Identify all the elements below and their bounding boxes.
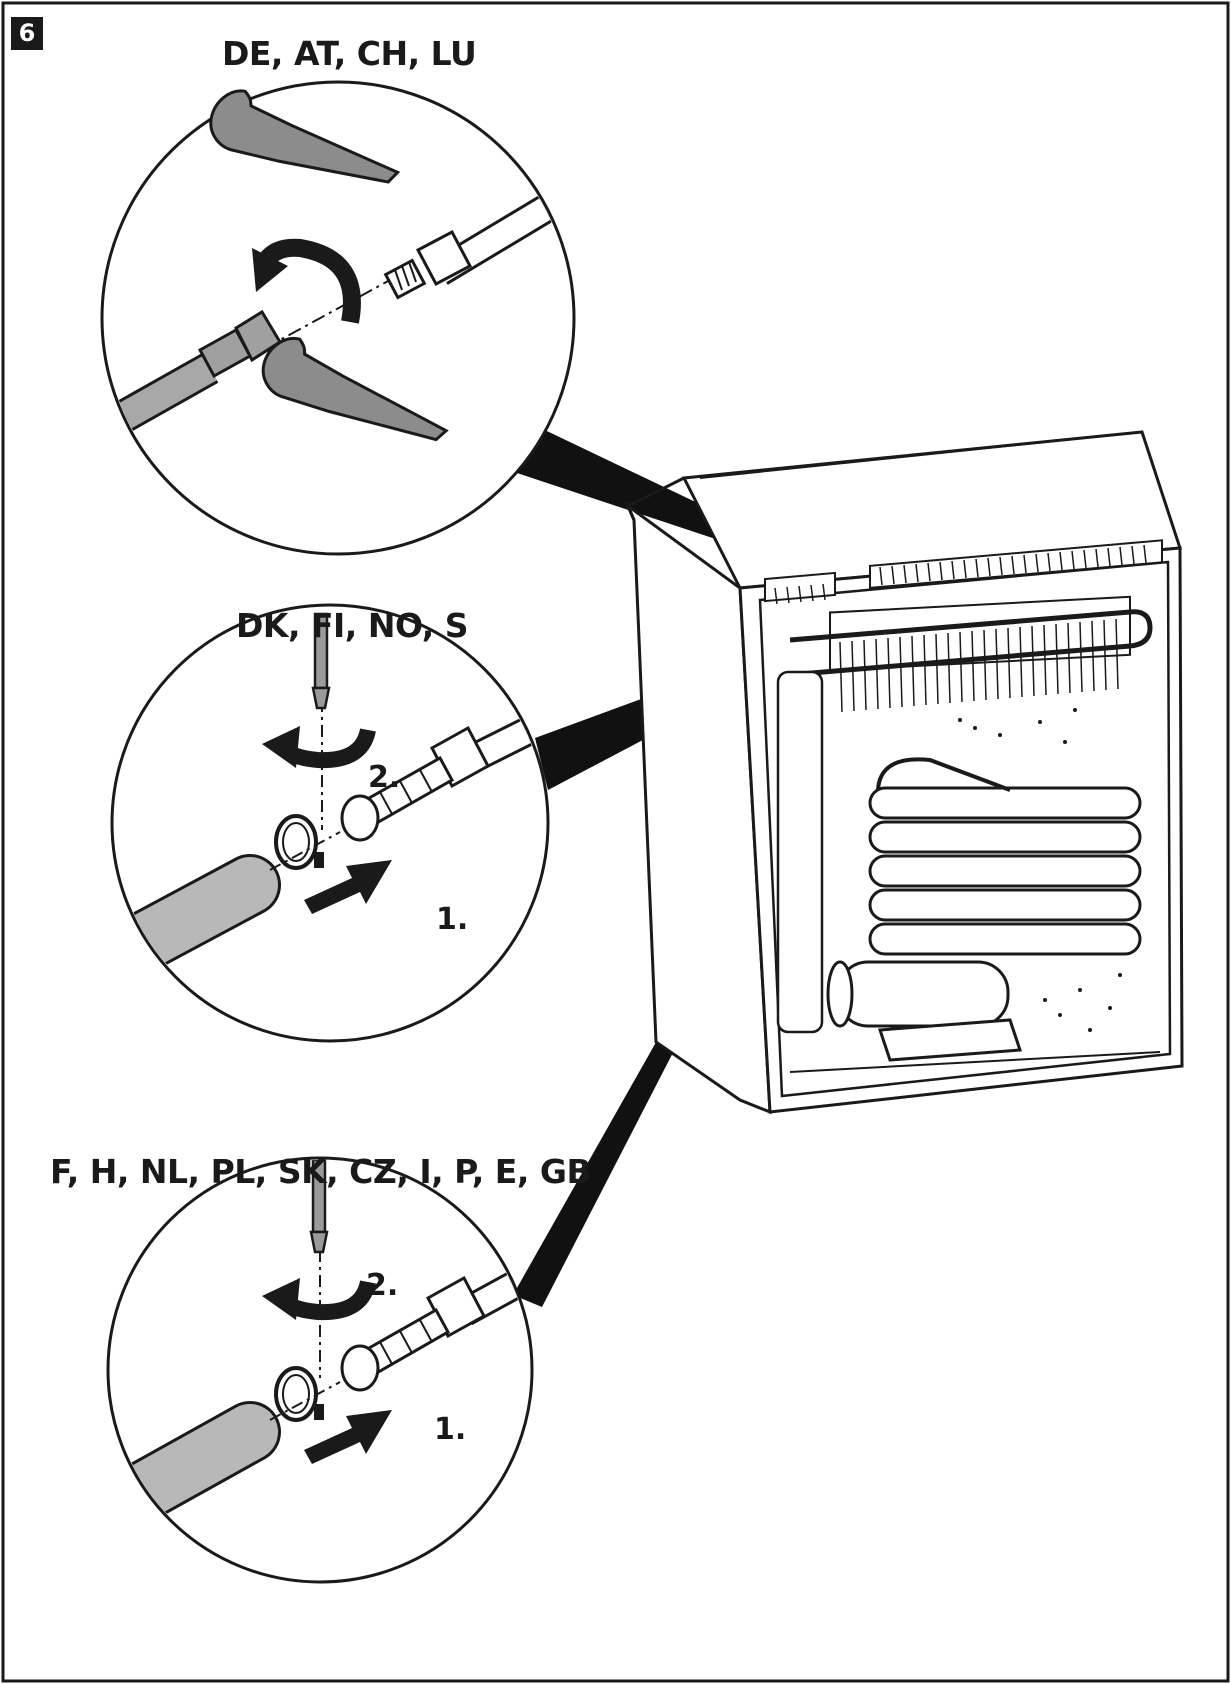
step-number-2: 2. [366, 1268, 399, 1303]
step-number-1: 1. [434, 1412, 467, 1447]
step-number-2: 2. [368, 760, 401, 795]
hose-clamp-icon [274, 814, 324, 870]
rotate-counterclockwise-arrow-icon [262, 1278, 376, 1321]
group-label-dk-fi-no-s: DK, FI, NO, S [236, 606, 469, 645]
detail-circle-threaded-connection [100, 80, 576, 556]
push-arrow-icon [304, 860, 392, 914]
rotate-counterclockwise-arrow-icon [252, 238, 361, 324]
step-number-1: 1. [436, 902, 469, 937]
figure-number-badge: 6 [11, 17, 43, 50]
hose-clamp-icon [274, 1366, 324, 1422]
rotate-counterclockwise-arrow-icon [262, 726, 376, 769]
detail-circle-hose-clamp-1 [110, 603, 550, 1043]
group-label-f-h-nl-pl-sk-cz-i-p-e-gb: F, H, NL, PL, SK, CZ, I, P, E, GB [50, 1152, 592, 1191]
push-arrow-icon [304, 1410, 392, 1464]
refrigerator-rear-view [624, 430, 1184, 1115]
group-label-de-at-ch-lu: DE, AT, CH, LU [222, 34, 477, 73]
